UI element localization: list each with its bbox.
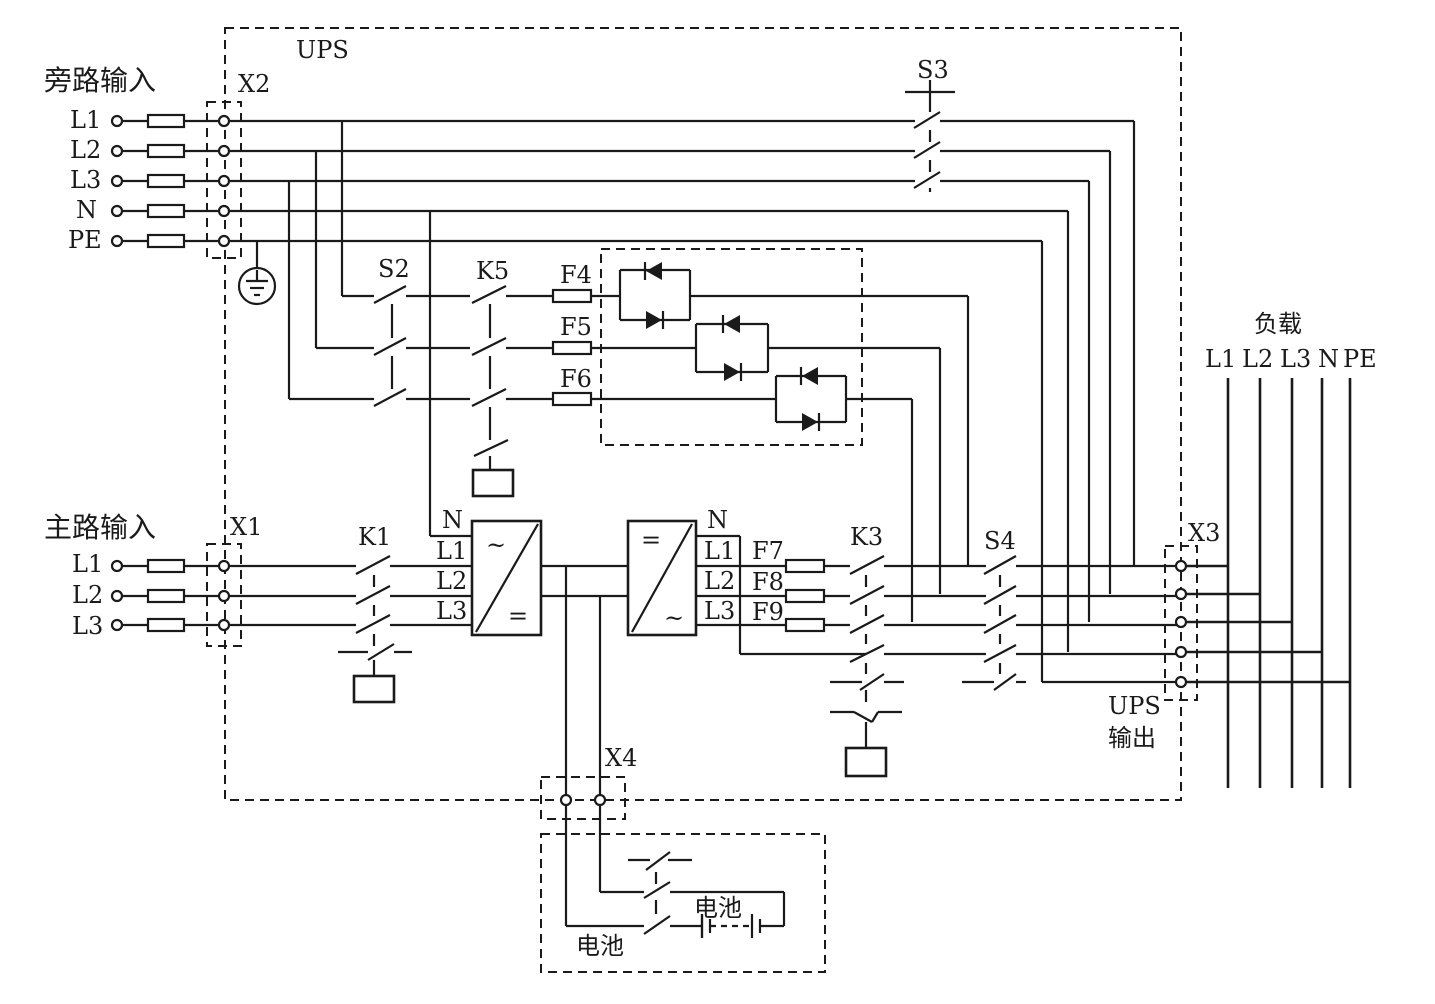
- dc-link-wires: [541, 564, 628, 800]
- bypass-input-fuses: [146, 113, 186, 249]
- load-phase-n: N: [1318, 345, 1339, 373]
- ups-output-label-2: 输出: [1108, 724, 1156, 752]
- static-bypass-output-wires: [910, 296, 970, 622]
- k5-contactor: [471, 285, 553, 498]
- bypass-bus-wires: [229, 119, 1068, 268]
- main-input-title: 主路输入: [44, 511, 156, 544]
- main-phase-l2: L2: [72, 581, 103, 609]
- inverter-output-wires: [696, 534, 866, 656]
- rectifier-pin-n: N: [442, 506, 463, 534]
- rectifier-pin-l3: L3: [436, 597, 467, 625]
- ups-label: UPS: [296, 36, 349, 64]
- static-bypass-taps: [287, 121, 472, 538]
- k3-label: K3: [850, 523, 883, 551]
- s4-switch: [962, 555, 1180, 691]
- s3-label: S3: [917, 56, 949, 84]
- main-phase-l1: L1: [72, 550, 103, 578]
- x1-terminal-box: [206, 543, 242, 647]
- load-phase-l3: L3: [1280, 345, 1311, 373]
- ups-output-label-1: UPS: [1108, 692, 1161, 720]
- k1-contactor: [338, 555, 472, 704]
- load-bus-wires: [1186, 378, 1352, 788]
- rectifier-ac-icon: ~: [486, 531, 506, 559]
- k5-label: K5: [476, 257, 509, 285]
- x4-terminal-box: [540, 776, 626, 820]
- inverter-output-fuses: [784, 558, 850, 633]
- x1-label: X1: [230, 513, 262, 541]
- battery-box: [540, 833, 826, 973]
- bypass-input-title: 旁路输入: [44, 64, 156, 97]
- main-input-source-terminals: [110, 559, 124, 632]
- load-phase-l2: L2: [1242, 345, 1273, 373]
- x1-terminals: [217, 559, 231, 632]
- battery-circuit: [564, 805, 786, 938]
- bypass-phase-l2: L2: [70, 136, 101, 164]
- rectifier-pin-l1: L1: [436, 537, 467, 565]
- inverter-pin-l3: L3: [704, 597, 735, 625]
- inverter-pin-n: N: [707, 506, 728, 534]
- s2-label: S2: [378, 255, 410, 283]
- bypass-phase-l1: L1: [70, 106, 101, 134]
- s2-switch: [373, 285, 470, 407]
- rectifier: [470, 519, 543, 637]
- ups-enclosure: [224, 27, 1182, 801]
- inverter: [626, 519, 698, 637]
- k3-contactor: [830, 555, 986, 778]
- ground-icon: [237, 266, 277, 306]
- battery-outer-label: 电池: [576, 932, 624, 960]
- x4-label: X4: [605, 744, 637, 772]
- thyristor-pair-l3: [774, 367, 912, 431]
- f5-label: F5: [560, 313, 592, 341]
- load-phase-l1: L1: [1205, 345, 1236, 373]
- bypass-phase-pe: PE: [68, 226, 102, 254]
- bypass-thyristor-fuses: [551, 288, 776, 407]
- s3-output-wires: [940, 119, 1136, 682]
- f7-label: F7: [752, 537, 784, 565]
- f9-label: F9: [752, 598, 784, 626]
- f8-label: F8: [752, 568, 784, 596]
- bypass-phase-n: N: [76, 196, 97, 224]
- s4-label: S4: [984, 527, 1016, 555]
- f6-label: F6: [560, 365, 592, 393]
- thyristor-pair-l2: [694, 315, 940, 381]
- main-input-fuses: [146, 558, 186, 633]
- x2-label: X2: [238, 70, 270, 98]
- s3-switch: [905, 80, 955, 192]
- inverter-pin-l1: L1: [704, 537, 735, 565]
- k1-label: K1: [358, 523, 391, 551]
- x3-label: X3: [1188, 519, 1220, 547]
- load-phase-pe: PE: [1343, 345, 1377, 373]
- load-title: 负载: [1254, 310, 1302, 338]
- f4-label: F4: [560, 261, 592, 289]
- thyristor-pair-l1: [618, 262, 968, 329]
- inverter-pin-l2: L2: [704, 567, 735, 595]
- inverter-ac-icon: ~: [664, 604, 684, 632]
- x2-terminals: [217, 114, 231, 248]
- main-phase-l3: L3: [72, 612, 103, 640]
- bypass-phase-l3: L3: [70, 166, 101, 194]
- rectifier-pin-l2: L2: [436, 567, 467, 595]
- main-input-leads: [122, 564, 219, 627]
- main-bus-wires: [229, 564, 356, 627]
- bypass-input-source-terminals: [110, 114, 124, 248]
- rectifier-dc-icon: =: [508, 602, 528, 630]
- inverter-dc-icon: =: [641, 526, 661, 554]
- bypass-input-leads: [122, 119, 219, 243]
